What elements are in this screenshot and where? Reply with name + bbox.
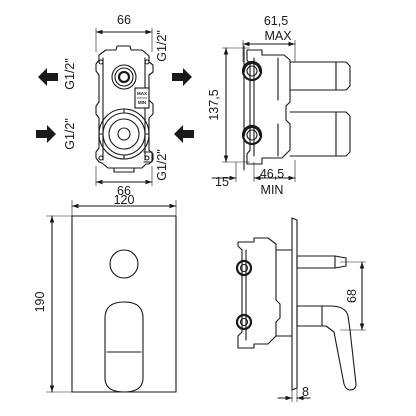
spout-height-label: 68 <box>345 289 359 303</box>
depth-max-value: 61,5 <box>264 14 288 28</box>
port-bottom-left-label: G1/2" <box>63 118 77 150</box>
cover-plate <box>71 215 177 393</box>
plate-width-label: 120 <box>114 193 135 207</box>
front-view-plate: 120 190 <box>33 193 177 393</box>
cartridge-seat <box>98 108 150 160</box>
plate-height-label: 190 <box>33 292 47 313</box>
diverter-knob <box>109 249 139 279</box>
wall-offset-label: 15 <box>215 175 229 189</box>
arrow-left-icon <box>38 68 58 86</box>
port-bottom-right-label: G1/2" <box>155 149 169 181</box>
body-profile <box>246 49 291 165</box>
width-top-label: 66 <box>117 13 131 27</box>
plate-thickness-label: 8 <box>302 385 309 399</box>
port-top-right-label: G1/2" <box>155 30 169 62</box>
arrow-left-icon <box>174 125 194 143</box>
depth-min-label: MIN <box>261 183 284 197</box>
mixer-lever <box>104 301 144 393</box>
upper-inlet-section <box>235 259 253 277</box>
valve-body-outline <box>95 45 154 169</box>
lever-profile <box>296 305 357 391</box>
height-label: 137,5 <box>207 89 221 120</box>
width-bottom-label: 66 <box>117 184 131 198</box>
knob-profile <box>296 255 336 269</box>
lower-inlet-section <box>241 124 263 146</box>
lower-inlet-section <box>235 313 253 331</box>
side-view-body: 61,5 MAX 137,5 <box>207 14 351 197</box>
upper-outlet-port <box>111 64 137 90</box>
lower-sleeve <box>289 111 351 157</box>
depth-max-label: MAX <box>264 29 292 43</box>
front-view-body: 66 MAX MIN <box>36 13 194 198</box>
upper-inlet-section <box>241 60 263 82</box>
depth-min-value: 46,5 <box>260 167 284 181</box>
min-mark: MIN <box>138 100 146 105</box>
side-view-plate: 68 8 <box>235 217 366 402</box>
port-top-left-label: G1/2" <box>63 58 77 90</box>
plate-body-profile <box>237 237 281 349</box>
upper-sleeve <box>289 61 351 91</box>
max-mark: MAX <box>137 91 147 96</box>
arrow-right-icon <box>172 68 192 86</box>
arrow-right-icon <box>36 125 56 143</box>
